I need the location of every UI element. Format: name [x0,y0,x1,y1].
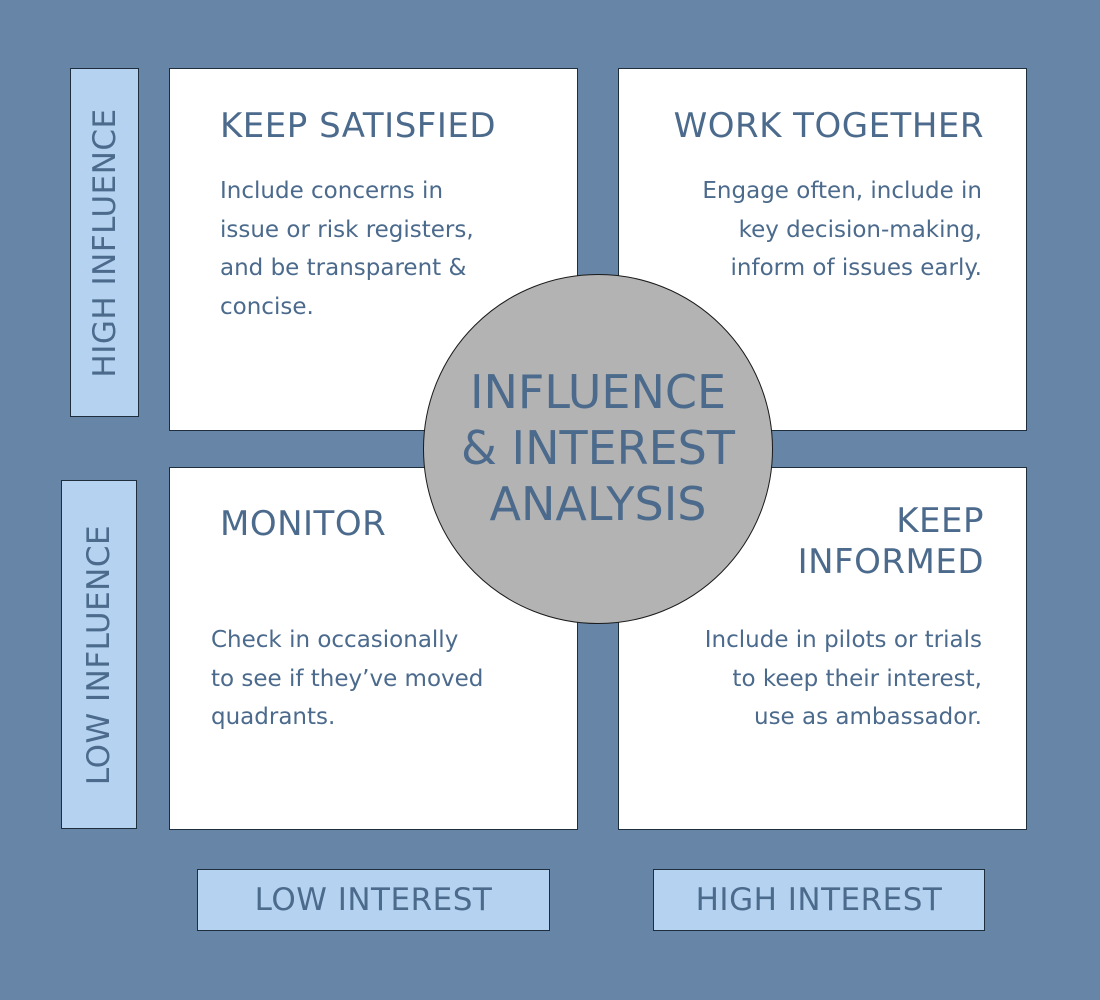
description-line: Engage often, include in [702,178,982,204]
quadrant-title: MONITOR [220,504,387,544]
quadrant-keep-satisfied: KEEP SATISFIED Include concerns in issue… [169,68,578,431]
description-line: to keep their interest, [732,665,982,692]
title-line: KEEP [896,501,984,541]
axis-label: LOW INTEREST [254,882,493,918]
quadrant-description: Include concerns in issue or risk regist… [220,172,474,326]
hub-title-line: INFLUENCE [469,365,727,419]
description-line: to see if they’ve moved [211,665,484,692]
description-line: quadrants. [211,704,336,730]
axis-label: LOW INFLUENCE [81,524,117,785]
axis-low-influence: LOW INFLUENCE [61,480,137,829]
description-line: and be transparent & [220,255,467,281]
hub-title-line: & INTEREST [461,421,735,475]
axis-label: HIGH INFLUENCE [86,107,123,378]
description-line: key decision-making, [738,216,982,243]
title-line: INFORMED [797,542,984,582]
description-line: Check in occasionally [211,627,459,653]
quadrant-title: WORK TOGETHER [673,106,984,146]
description-line: Include concerns in [220,178,444,204]
description-line: Include in pilots or trials [704,627,982,653]
axis-label: HIGH INTEREST [695,882,943,918]
description-line: concise. [220,293,314,320]
hub-title-line: ANALYSIS [489,477,707,531]
description-line: issue or risk registers, [220,216,474,243]
center-hub-circle: INFLUENCE & INTEREST ANALYSIS [423,274,773,624]
quadrant-description: Check in occasionally to see if they’ve … [211,621,483,737]
quadrant-description: Engage often, include in key decision-ma… [702,172,982,288]
quadrant-description: Include in pilots or trials to keep thei… [705,621,982,737]
axis-high-interest: HIGH INTEREST [653,869,985,931]
axis-high-influence: HIGH INFLUENCE [70,68,139,417]
quadrant-title: KEEP INFORMED [798,501,984,583]
description-line: use as ambassador. [754,704,982,730]
axis-low-interest: LOW INTEREST [197,869,550,931]
quadrant-title: KEEP SATISFIED [220,106,497,146]
hub-title: INFLUENCE & INTEREST ANALYSIS [461,364,735,532]
description-line: inform of issues early. [730,255,983,281]
